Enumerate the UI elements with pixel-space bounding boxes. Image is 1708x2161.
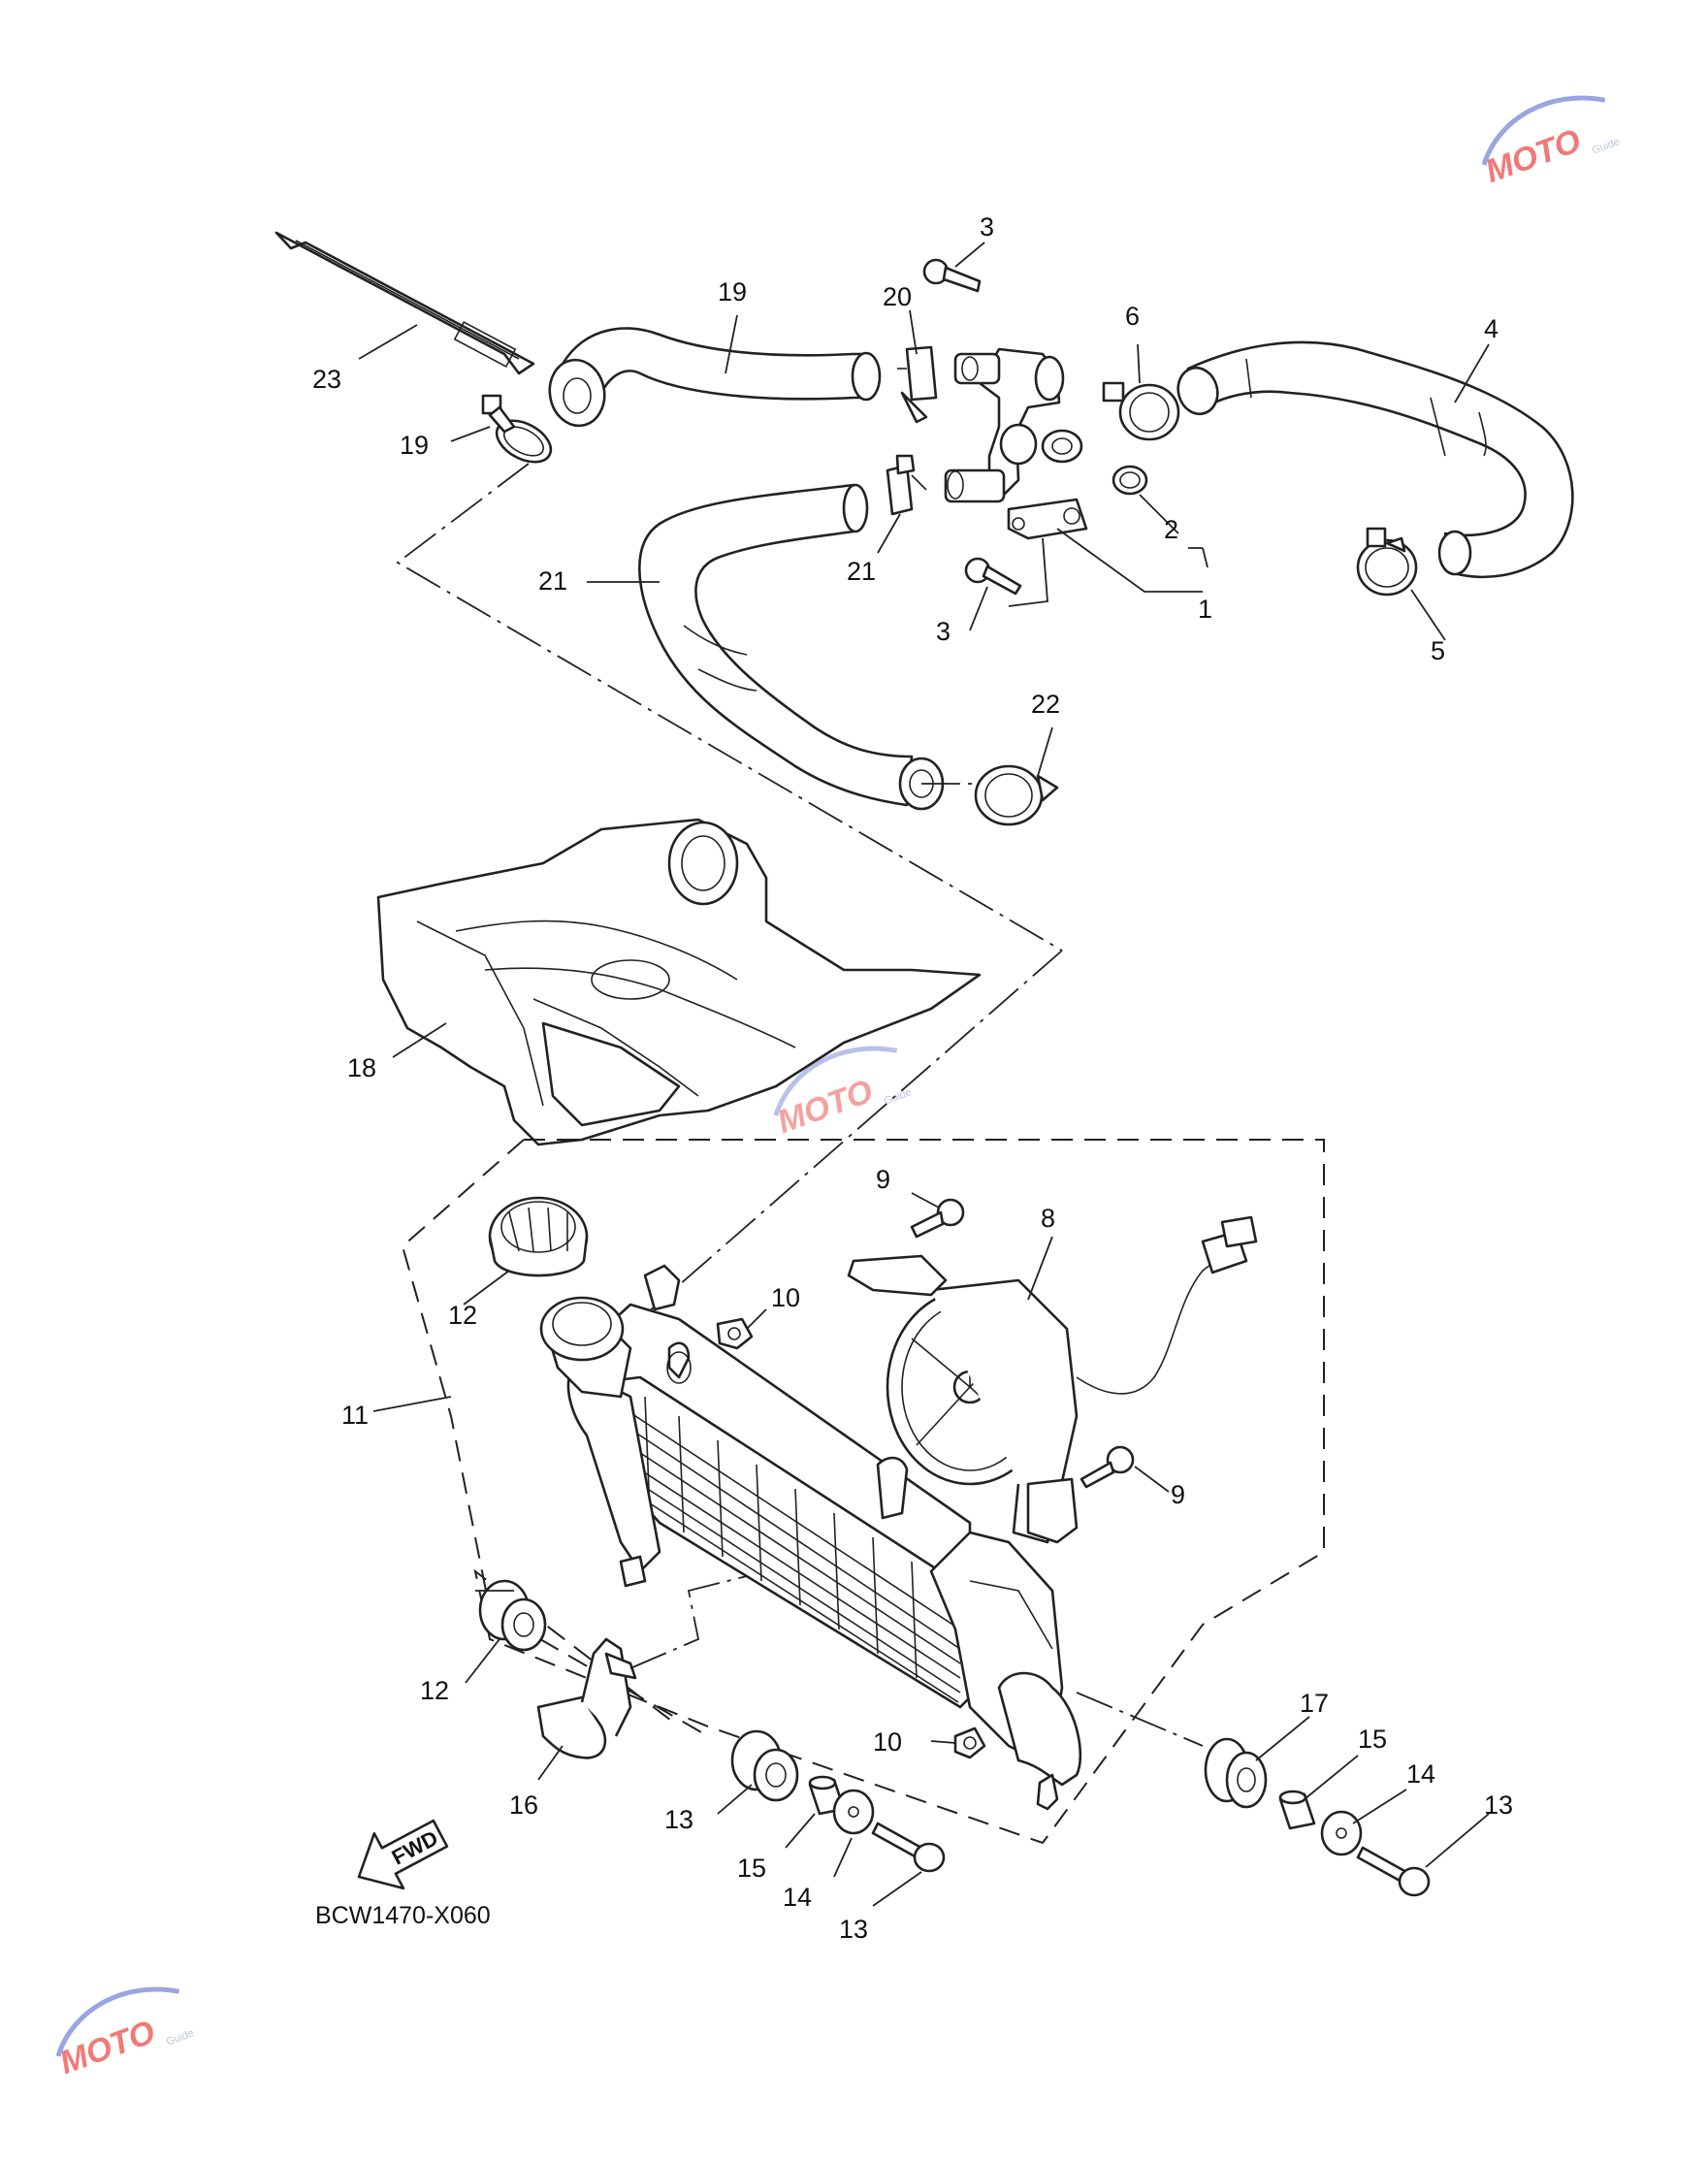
callout-2: 2 xyxy=(1164,515,1178,544)
assembly-7-boundary xyxy=(401,1139,1325,1845)
part-18-radiator-hose-upper xyxy=(548,327,882,428)
part-10-nut-upper xyxy=(716,1317,754,1350)
callout-10-upper: 10 xyxy=(771,1283,800,1312)
chain-line-bracket22 xyxy=(629,1575,748,1669)
watermark-logo-bottom-left: MOTO Guide xyxy=(55,1986,196,2081)
part-10-nut-lower xyxy=(953,1726,986,1759)
part-9-bolt-upper xyxy=(910,1198,965,1239)
callout-13-right: 13 xyxy=(1484,1790,1513,1820)
part-14-washer-right xyxy=(1320,1810,1363,1856)
callout-6: 6 xyxy=(1125,302,1140,331)
watermark-logo-top-right: MOTO Guide xyxy=(1481,95,1622,190)
part-12-grommet-bottom xyxy=(730,1729,799,1802)
chain-line-grommet16 xyxy=(1076,1692,1204,1747)
part-13-bolt-right xyxy=(1356,1846,1431,1897)
callout-17: 18 xyxy=(347,1053,376,1082)
part-1-thermostat-housing xyxy=(944,347,1088,540)
callout-18: 19 xyxy=(718,277,747,306)
svg-text:MOTO: MOTO xyxy=(1481,122,1586,190)
chain-line-cover-to-radiator xyxy=(639,950,1063,1320)
callout-3-lower: 3 xyxy=(936,617,951,646)
callout-21-lower: 22 xyxy=(1031,690,1060,719)
callout-15-right: 15 xyxy=(1358,1725,1387,1754)
part-8-cooling-fan xyxy=(847,1215,1258,1544)
callout-14-bottom: 14 xyxy=(783,1883,812,1912)
part-3-bolt-lower xyxy=(964,557,1022,596)
svg-text:MOTO: MOTO xyxy=(773,1073,878,1141)
callout-14-right: 14 xyxy=(1406,1759,1435,1789)
callout-22: 16 xyxy=(509,1790,538,1820)
part-9-bolt-lower xyxy=(1080,1445,1135,1489)
callout-12-bottom: 13 xyxy=(664,1805,693,1834)
part-13-bolt-bottom xyxy=(871,1822,946,1873)
part-21-hose-clamp-upper xyxy=(886,454,927,516)
part-12-grommet-left xyxy=(478,1579,547,1652)
part-11-radiator-cap xyxy=(488,1196,589,1277)
part-23-label-strip xyxy=(274,231,535,375)
svg-text:Guide: Guide xyxy=(1591,136,1622,156)
svg-text:Guide: Guide xyxy=(883,1086,914,1107)
chain-line-clamp19-to-cover xyxy=(396,463,1063,951)
callout-12-left: 12 xyxy=(420,1676,449,1705)
diagram-code: BCW1470-X060 xyxy=(315,1902,491,1929)
callout-4: 4 xyxy=(1484,314,1499,343)
leader-lines xyxy=(358,242,1490,1907)
callout-21-upper: 21 xyxy=(847,557,876,586)
part-15-collar-right xyxy=(1278,1790,1316,1830)
callout-23: 23 xyxy=(312,365,341,394)
svg-text:Guide: Guide xyxy=(165,2027,196,2048)
callout-19-left: 19 xyxy=(400,431,429,460)
callout-5: 5 xyxy=(1431,636,1445,665)
part-17-radiator-cover xyxy=(376,818,982,1146)
part-5-hose-clamp xyxy=(1356,527,1418,597)
part-16-grommet-right xyxy=(1204,1737,1268,1809)
callout-9-lower: 9 xyxy=(1171,1480,1185,1509)
part-4-water-hose xyxy=(1176,340,1574,579)
callout-13-bottom: 13 xyxy=(839,1915,868,1944)
callout-11: 12 xyxy=(448,1301,477,1330)
part-20-radiator-hose-lower xyxy=(638,483,945,811)
part-6-hose-clamp xyxy=(1102,381,1180,441)
svg-text:MOTO: MOTO xyxy=(55,2014,160,2081)
callout-8: 8 xyxy=(1041,1204,1055,1233)
part-14-washer-bottom xyxy=(832,1789,875,1835)
part-22-radiator-bracket xyxy=(536,1637,637,1759)
callout-3-upper: 3 xyxy=(980,212,994,242)
part-19-hose-clamp-right xyxy=(897,345,938,424)
callout-1: 1 xyxy=(1198,595,1212,624)
radiator-core xyxy=(539,1264,1082,1811)
callout-19-right: 20 xyxy=(883,282,912,311)
callout-15-bottom: 15 xyxy=(737,1854,766,1883)
callout-10-lower: 10 xyxy=(873,1727,902,1757)
part-3-bolt-upper xyxy=(922,258,982,293)
callout-20: 21 xyxy=(538,566,567,596)
callout-9-upper: 9 xyxy=(876,1165,890,1194)
callout-16: 17 xyxy=(1300,1689,1329,1718)
part-21-hose-clamp-lower xyxy=(974,764,1059,826)
callout-7: 11 xyxy=(341,1401,369,1430)
part-19-hose-clamp-left xyxy=(481,394,553,464)
fwd-arrow-icon: FWD xyxy=(357,1819,449,1890)
part-2-o-ring xyxy=(1112,465,1148,496)
